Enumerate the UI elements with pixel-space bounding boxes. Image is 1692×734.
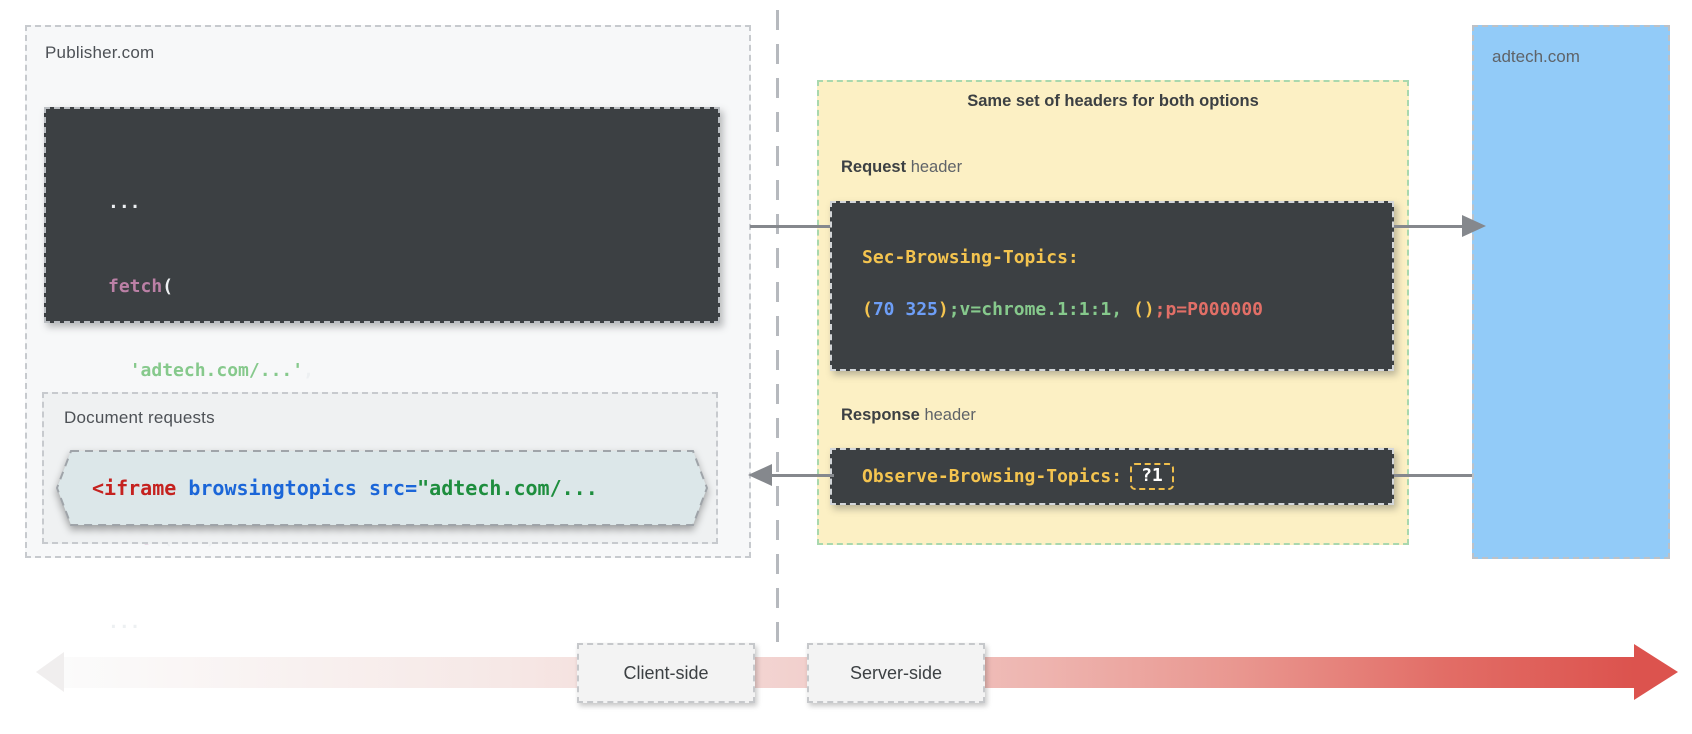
client-side-badge: Client-side (577, 643, 755, 703)
client-side-label: Client-side (623, 662, 709, 683)
request-header-label-bold: Request (841, 158, 907, 176)
headers-panel-title: Same set of headers for both options (967, 92, 1259, 110)
publisher-zone: Publisher.com ... fetch( 'adtech.com/...… (25, 25, 751, 633)
request-header-label-rest: header (906, 158, 963, 176)
hexagon-shape (55, 450, 709, 526)
request-header-value: (70 325);v=chrome.1:1:1, ();p=P000000 (862, 299, 1263, 320)
adtech-zone-label: adtech.com (1492, 47, 1580, 66)
document-requests-zone: Document requests <iframe browsingtopics… (42, 392, 718, 544)
fetch-code-block: ... fetch( 'adtech.com/...', {browsingTo… (44, 107, 720, 633)
arrow-fetch-to-request (750, 225, 830, 228)
arrow-response-to-publisher-head-icon (748, 464, 772, 486)
arrow-response-to-publisher-line (770, 474, 834, 477)
response-header-label: Response header (841, 406, 976, 425)
iframe-hexagon: <iframe browsingtopics src="adtech.com/.… (55, 450, 709, 526)
code-line: ... (108, 612, 141, 633)
request-header-label: Request header (841, 158, 962, 177)
document-requests-label: Document requests (64, 408, 215, 427)
arrow-request-to-adtech-head-icon (1462, 215, 1486, 237)
code-line: ... (108, 192, 141, 213)
iframe-code: <iframe browsingtopics src="adtech.com/.… (92, 476, 598, 500)
code-line: fetch( (108, 276, 174, 297)
adtech-zone: adtech.com (1472, 25, 1670, 559)
publisher-zone-label: Publisher.com (45, 43, 155, 62)
timeline-right-arrowhead-icon (1634, 644, 1678, 700)
arrow-request-to-adtech-line (1394, 225, 1462, 228)
server-side-badge: Server-side (807, 643, 985, 703)
response-header-block: Observe-Browsing-Topics: ?1 (830, 448, 1394, 505)
timeline-left-arrowhead-icon (36, 652, 64, 692)
server-side-label: Server-side (849, 662, 943, 683)
client-server-divider (776, 10, 779, 645)
response-header-label-bold: Response (841, 406, 920, 424)
arrow-adtech-to-response (1394, 474, 1472, 477)
request-header-name: Sec-Browsing-Topics: (862, 247, 1079, 268)
response-header-label-rest: header (919, 406, 976, 424)
response-value-chip: ?1 (1130, 463, 1174, 490)
code-line: 'adtech.com/...', (129, 360, 314, 381)
response-header-name: Observe-Browsing-Topics: (862, 466, 1123, 487)
request-header-block: Sec-Browsing-Topics: (70 325);v=chrome.1… (830, 201, 1394, 371)
